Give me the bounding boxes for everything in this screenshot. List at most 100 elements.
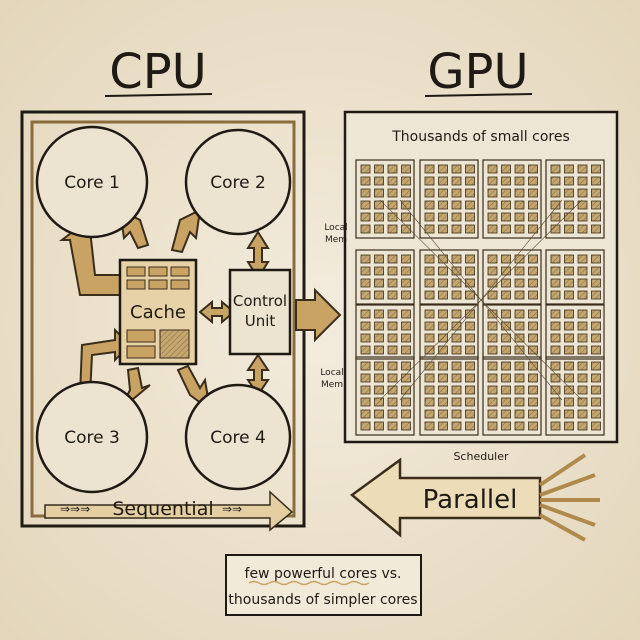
- local-mem-label-top-1: Local: [324, 223, 347, 233]
- gpu-core: [577, 333, 588, 343]
- gpu-core: [374, 176, 384, 186]
- gpu-core: [564, 345, 574, 355]
- gpu-core: [424, 254, 435, 264]
- gpu-core: [465, 266, 475, 276]
- gpu-core: [424, 176, 435, 186]
- gpu-core: [564, 373, 574, 383]
- gpu-core: [514, 409, 525, 419]
- gpu-core: [487, 421, 498, 431]
- gpu-core: [424, 345, 435, 355]
- gpu-core: [487, 224, 498, 234]
- gpu-core: [451, 397, 462, 407]
- gpu-block: [482, 304, 542, 360]
- control-unit-label-2: Unit: [245, 312, 276, 330]
- gpu-core: [564, 409, 574, 419]
- gpu-block: [482, 159, 542, 239]
- gpu-core: [591, 409, 601, 419]
- gpu-block: [355, 159, 415, 239]
- gpu-core: [577, 212, 588, 222]
- gpu-block: [482, 249, 542, 305]
- gpu-core: [487, 333, 498, 343]
- gpu-core: [487, 266, 498, 276]
- gpu-core: [438, 188, 448, 198]
- gpu-core: [451, 176, 462, 186]
- caption-underline: [248, 580, 370, 586]
- gpu-core: [465, 212, 475, 222]
- gpu-core: [465, 333, 475, 343]
- gpu-core: [374, 361, 384, 371]
- gpu-core: [550, 254, 561, 264]
- gpu-core: [591, 421, 601, 431]
- gpu-core: [591, 254, 601, 264]
- core-3: Core 3: [35, 380, 149, 494]
- gpu-core: [438, 421, 448, 431]
- gpu-core: [360, 345, 371, 355]
- gpu-core: [487, 361, 498, 371]
- gpu-core: [501, 164, 511, 174]
- gpu-core: [451, 254, 462, 264]
- gpu-core: [451, 224, 462, 234]
- gpu-core: [451, 409, 462, 419]
- gpu-core: [360, 385, 371, 395]
- gpu-block: [355, 356, 415, 436]
- gpu-core: [360, 188, 371, 198]
- gpu-core: [550, 278, 561, 288]
- gpu-core: [528, 254, 538, 264]
- gpu-core: [438, 345, 448, 355]
- gpu-core: [501, 409, 511, 419]
- gpu-core: [550, 397, 561, 407]
- gpu-core: [591, 224, 601, 234]
- gpu-core: [514, 200, 525, 210]
- gpu-core: [424, 224, 435, 234]
- gpu-core: [514, 385, 525, 395]
- core-2-label: Core 2: [210, 173, 266, 193]
- core-2: Core 2: [184, 128, 292, 236]
- gpu-core: [487, 200, 498, 210]
- gpu-core: [451, 278, 462, 288]
- gpu-core: [564, 254, 574, 264]
- local-mem-label-top-2: Mem: [325, 235, 347, 245]
- gpu-core: [528, 290, 538, 300]
- cache-block: Cache: [118, 258, 198, 366]
- gpu-core: [501, 321, 511, 331]
- gpu-core: [401, 188, 411, 198]
- gpu-core: [487, 212, 498, 222]
- gpu-core: [550, 266, 561, 276]
- gpu-core: [451, 421, 462, 431]
- gpu-core: [564, 290, 574, 300]
- gpu-core: [591, 373, 601, 383]
- gpu-frame: [343, 110, 619, 444]
- gpu-core: [360, 361, 371, 371]
- gpu-core: [374, 188, 384, 198]
- gpu-core: [577, 361, 588, 371]
- gpu-core: [577, 421, 588, 431]
- gpu-core: [514, 290, 525, 300]
- gpu-core: [451, 345, 462, 355]
- gpu-core: [514, 397, 525, 407]
- gpu-core: [487, 345, 498, 355]
- gpu-core: [550, 164, 561, 174]
- gpu-core: [528, 397, 538, 407]
- gpu-core: [487, 278, 498, 288]
- gpu-core: [374, 266, 384, 276]
- gpu-core: [360, 309, 371, 319]
- gpu-core: [501, 266, 511, 276]
- gpu-core: [465, 188, 475, 198]
- gpu-core: [360, 212, 371, 222]
- gpu-core: [550, 321, 561, 331]
- gpu-core: [438, 164, 448, 174]
- gpu-core: [424, 290, 435, 300]
- gpu-core: [387, 421, 398, 431]
- gpu-core: [451, 361, 462, 371]
- gpu-core: [550, 188, 561, 198]
- gpu-core: [564, 188, 574, 198]
- gpu-core: [424, 278, 435, 288]
- gpu-core: [374, 409, 384, 419]
- gpu-core: [360, 409, 371, 419]
- gpu-core: [514, 212, 525, 222]
- gpu-core: [387, 176, 398, 186]
- gpu-core: [591, 397, 601, 407]
- gpu-core: [374, 421, 384, 431]
- arrow-cpu-to-gpu: [295, 287, 342, 343]
- gpu-core: [465, 345, 475, 355]
